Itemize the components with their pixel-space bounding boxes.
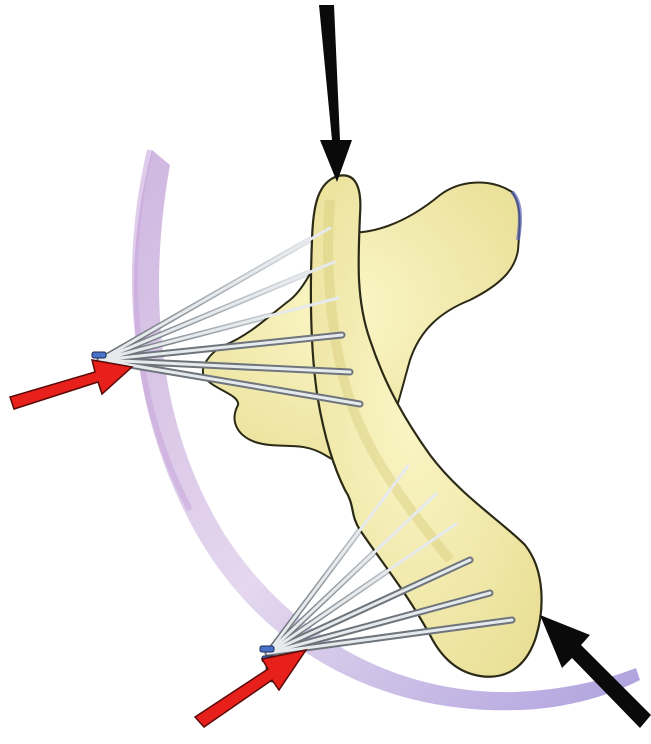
arrow-right-icon	[10, 360, 132, 409]
arrow-down-icon	[319, 5, 352, 182]
arrow-right-icon	[195, 650, 306, 727]
